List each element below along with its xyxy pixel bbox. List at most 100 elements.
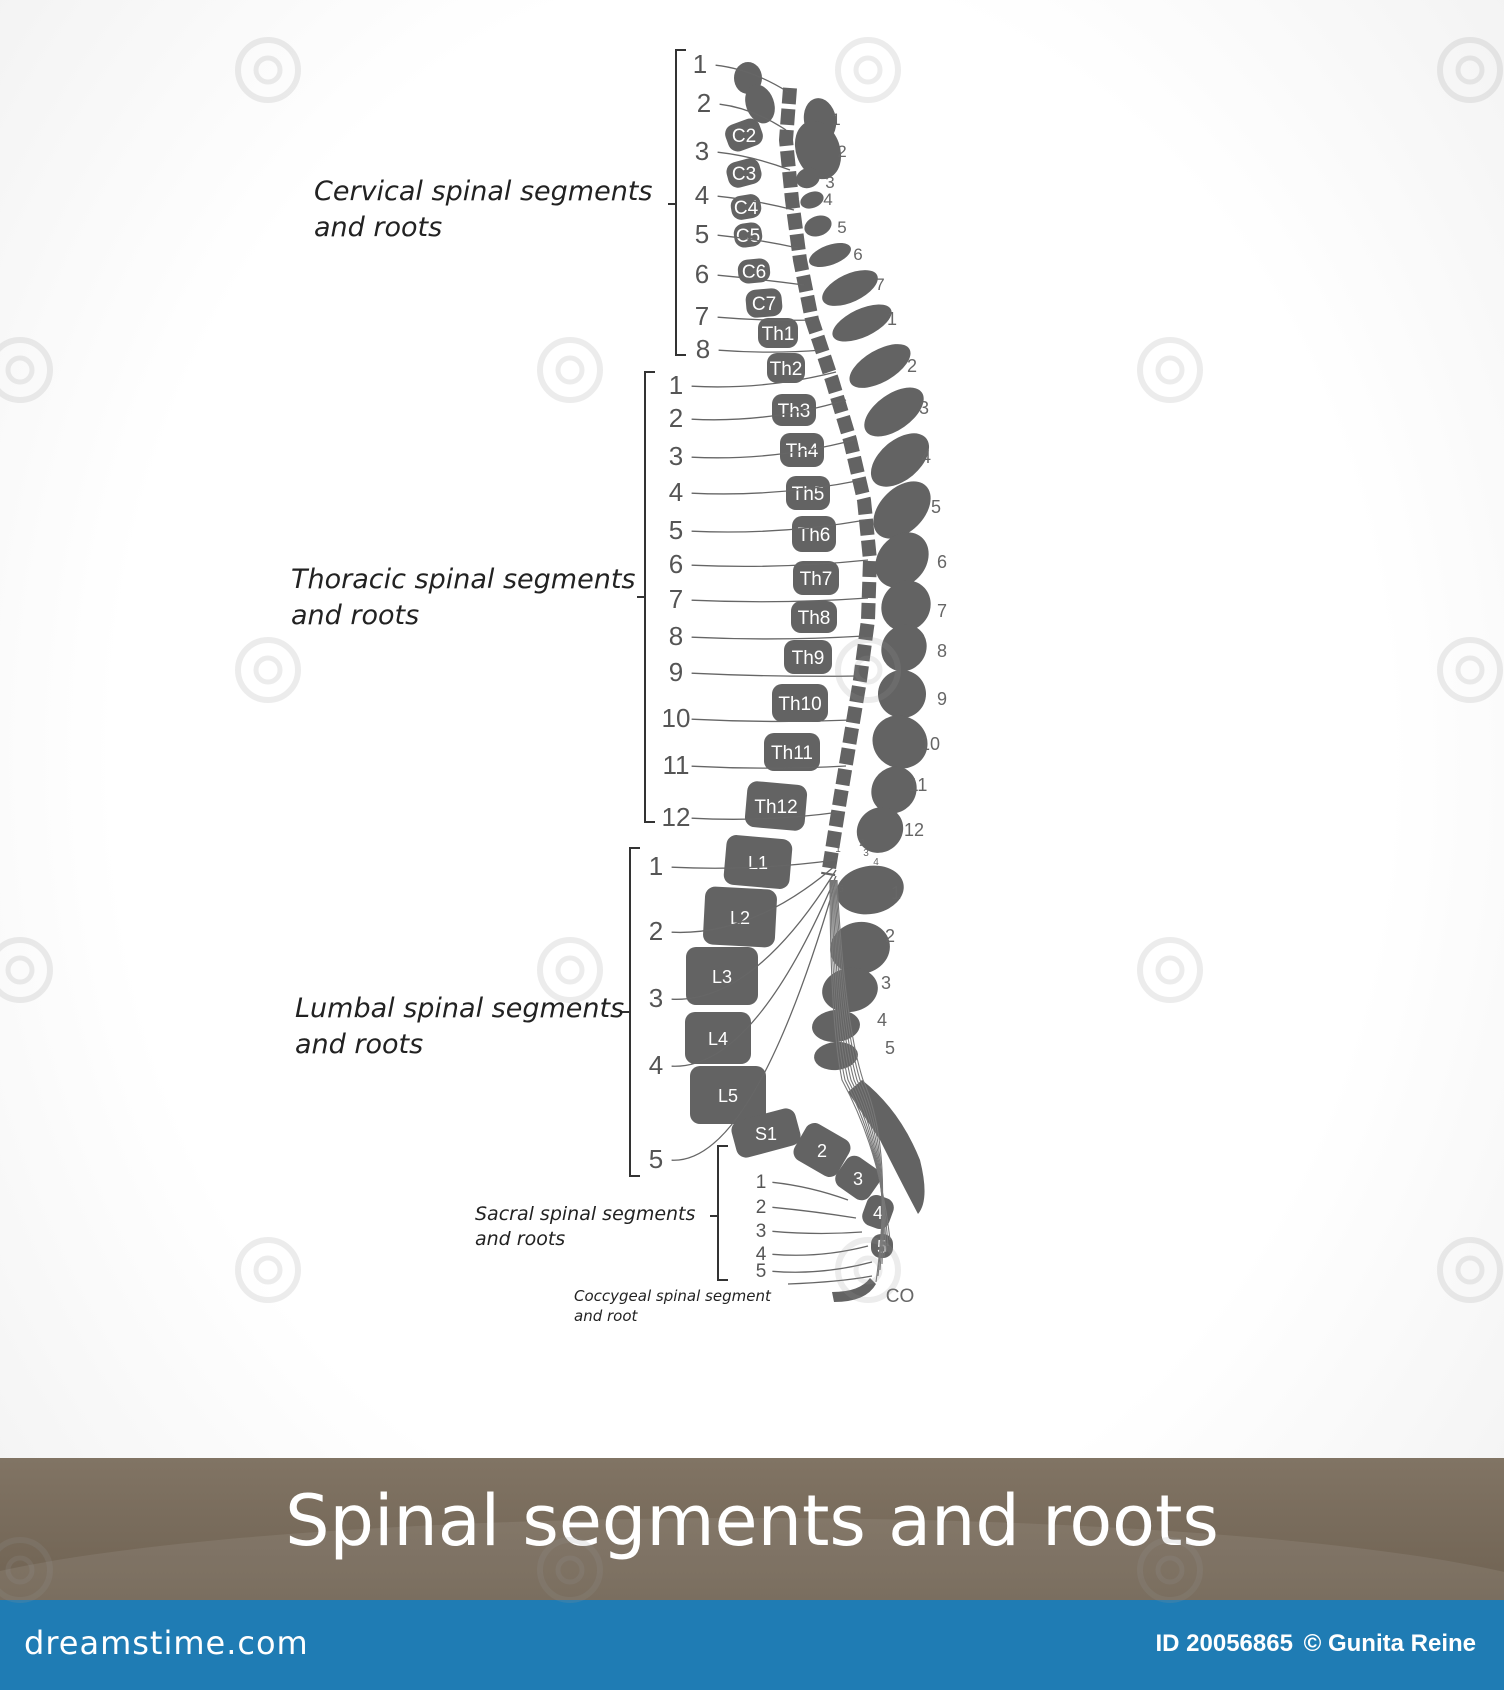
root-nerve-th2 (691, 399, 847, 421)
cord-lumbar-label-3: 3 (863, 848, 869, 859)
page-title: Spinal segments and roots (285, 1480, 1219, 1562)
spinous-label-th2: 2 (907, 356, 917, 376)
vertebral-body-th3 (772, 394, 816, 426)
vertebra-label-c3: C3 (732, 164, 756, 185)
root-nerve-th6 (691, 559, 869, 568)
vertebra-label-l1: L1 (748, 853, 768, 873)
root-nerve-c2 (719, 103, 787, 131)
vertebra-label-th8: Th8 (798, 608, 831, 629)
root-label-th9: 9 (669, 657, 683, 687)
coccyx-bone (832, 1278, 876, 1302)
image-id: ID 20056865 (1155, 1630, 1293, 1657)
root-nerve-s1 (772, 1181, 849, 1201)
root-label-th3: 3 (669, 441, 683, 471)
spinous-process-21 (830, 921, 890, 975)
vertebral-body-2 (793, 1122, 851, 1178)
vertebra-label-c2: C2 (732, 126, 756, 147)
vertebra-label-th7: Th7 (800, 569, 833, 590)
vertebral-body-l3 (686, 947, 758, 1005)
spinous-process-19 (856, 807, 904, 853)
vertebra-label-th3: Th3 (778, 401, 811, 422)
spinous-label-l3: 3 (881, 973, 891, 993)
spinous-process-7 (822, 270, 878, 306)
spinous-label-c6: 6 (853, 245, 862, 264)
root-nerve-th12 (691, 811, 841, 820)
root-label-th11: 11 (663, 750, 690, 780)
coccygeal-region-label: Coccygeal spinal segment and root (574, 1287, 771, 1325)
vertebra-label-th12: Th12 (754, 797, 797, 818)
footer-brand[interactable]: dreamstime.com (24, 1624, 309, 1662)
vertebra-label-c5: C5 (736, 226, 760, 247)
spinous-process-11 (870, 433, 930, 487)
spinous-label-th1: 1 (887, 309, 897, 329)
copyright-author: © Gunita Reine (1303, 1630, 1476, 1657)
vertebra-label-th2: Th2 (770, 359, 803, 380)
spinous-process-6 (809, 242, 851, 268)
root-nerve-l4 (671, 875, 837, 1067)
spinous-process-13 (875, 532, 929, 588)
vertebral-body-l5 (690, 1066, 766, 1124)
spinous-label-th3: 3 (919, 398, 929, 418)
vertebra-label-4: 4 (873, 1203, 883, 1223)
root-label-th12: 12 (662, 802, 691, 832)
vertebra-label-th6: Th6 (798, 525, 831, 546)
spinous-label-c5: 5 (837, 218, 846, 237)
root-label-c3: 3 (695, 136, 709, 166)
root-label-s5: 5 (756, 1261, 767, 1282)
vertebra-label-l2: L2 (730, 908, 750, 928)
root-label-th7: 7 (669, 584, 683, 614)
spinal-cord (778, 87, 878, 877)
root-nerve-c5 (717, 234, 799, 249)
root-nerve-th9 (691, 672, 859, 677)
vertebral-body-th9 (784, 640, 832, 674)
spinous-process-20 (836, 865, 904, 915)
spinous-process-14 (881, 580, 931, 632)
spinous-label-th12: 12 (904, 820, 924, 840)
sacral-region-label: Sacral spinal segments and roots (475, 1203, 696, 1250)
root-nerve-s4 (772, 1245, 869, 1256)
root-nerve-s2 (772, 1206, 857, 1219)
spinous-process-22 (822, 967, 878, 1013)
sacral-bracket (717, 1145, 728, 1281)
root-label-c7: 7 (695, 301, 709, 331)
vertebra-label-th1: Th1 (762, 324, 795, 345)
root-label-c1: 1 (693, 49, 707, 79)
lumbal-bracket (629, 847, 640, 1177)
vertebra-label-c7: C7 (752, 294, 776, 315)
vertebral-body-3 (835, 1155, 881, 1201)
spinous-process-4 (800, 191, 824, 209)
vertebra-label-th11: Th11 (771, 743, 813, 764)
root-nerve-c3 (717, 151, 791, 171)
spinous-process-17 (872, 715, 928, 769)
spinous-label-th7: 7 (937, 601, 947, 621)
thoracic-bracket (644, 371, 655, 823)
cervical-region-label: Cervical spinal segments and roots (314, 176, 653, 243)
root-label-l5: 5 (649, 1144, 663, 1174)
cervical-bracket (675, 49, 686, 356)
root-label-l3: 3 (649, 983, 663, 1013)
root-nerve-l2 (671, 864, 837, 934)
root-label-l4: 4 (649, 1050, 663, 1080)
root-nerve-l3 (671, 869, 837, 1000)
spinous-label-th11: 11 (909, 775, 928, 795)
spinous-process-8 (832, 304, 892, 342)
vertebral-body-th10 (772, 684, 828, 722)
cord-lumbar-label-2: 2 (859, 838, 865, 849)
vertebral-body-th2 (767, 353, 805, 383)
axis-dens (745, 84, 775, 124)
spinous-label-th4: 4 (921, 447, 931, 467)
vertebral-body-s1 (731, 1108, 801, 1158)
vertebra-label-l4: L4 (708, 1029, 728, 1049)
spine-diagram: C2C3C4C5C6C7Th1Th2Th3Th4Th5Th6Th7Th8Th9T… (622, 49, 947, 1307)
title-band: Spinal segments and roots (0, 1458, 1504, 1600)
root-label-th1: 1 (669, 370, 683, 400)
spinous-process-3 (796, 167, 820, 189)
root-label-th10: 10 (662, 703, 691, 733)
coccygeal-nerve (787, 1275, 873, 1285)
spinous-label-l1: 1 (891, 883, 901, 903)
root-nerve-l5 (671, 879, 837, 1161)
vertebra-label-th10: Th10 (778, 694, 821, 715)
vertebral-body-th4 (780, 433, 824, 467)
vertebra-label-th9: Th9 (792, 648, 825, 669)
